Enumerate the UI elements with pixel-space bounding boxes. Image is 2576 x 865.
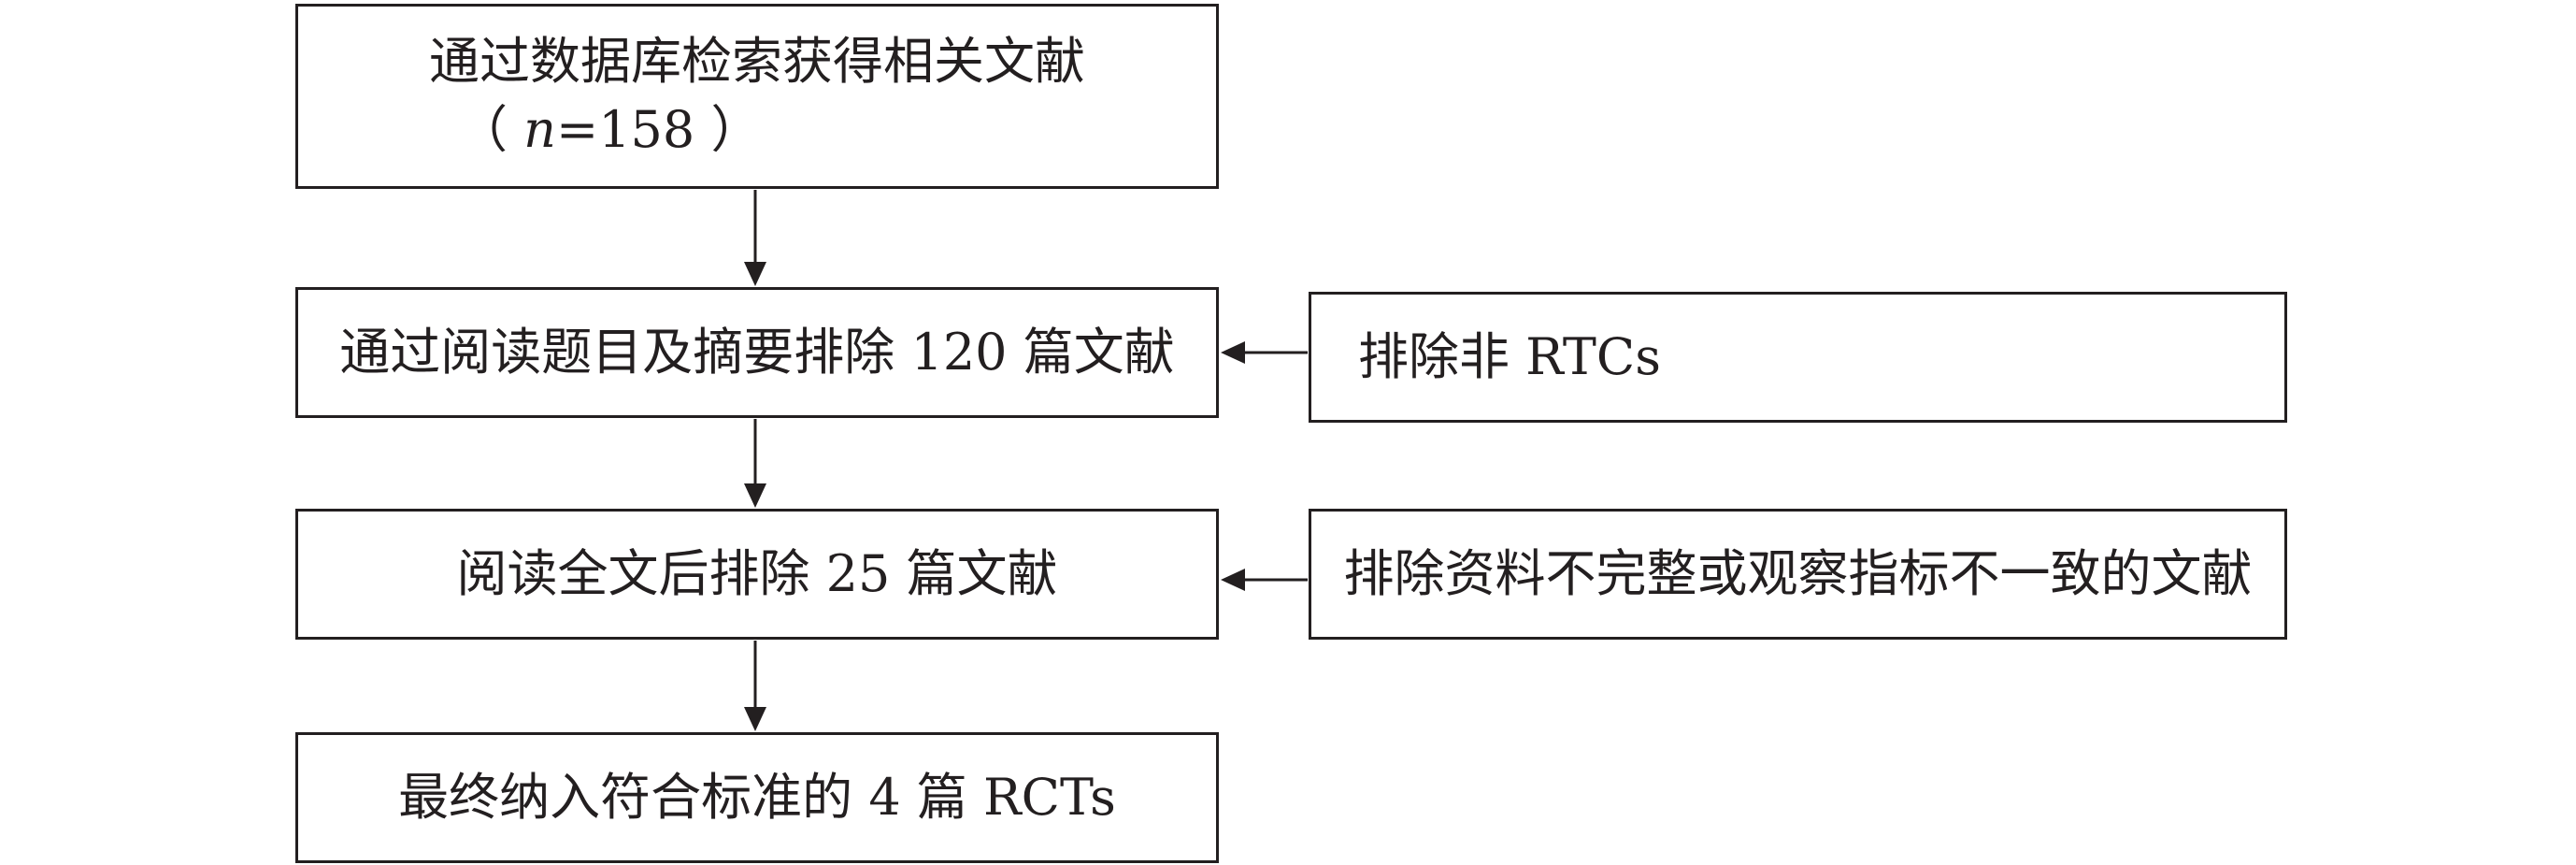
count-value: =158 bbox=[555, 100, 695, 159]
arrowhead-step3-to-step4 bbox=[744, 707, 766, 731]
exclusion-non-rtc-text: 排除非 RTCs bbox=[1358, 326, 1661, 386]
step-retrieved-text: 通过数据库检索获得相关文献 bbox=[429, 32, 1085, 92]
exclusion-incomplete-data-text: 排除资料不完整或观察指标不一致的文献 bbox=[1343, 543, 2253, 603]
arrowhead-exclusion2-to-step3 bbox=[1221, 569, 1245, 591]
exclusion-box-non-rtc: 排除非 RTCs bbox=[1309, 292, 2287, 423]
count-variable: n bbox=[523, 100, 556, 159]
step-full-text-text: 阅读全文后排除 25 篇文献 bbox=[456, 543, 1058, 603]
step-title-abstract-text: 通过阅读题目及摘要排除 120 篇文献 bbox=[339, 322, 1175, 382]
arrowhead-step1-to-step2 bbox=[744, 262, 766, 286]
step-box-retrieved: 通过数据库检索获得相关文献 （ n=158 ） bbox=[295, 4, 1219, 189]
step-box-included: 最终纳入符合标准的 4 篇 RCTs bbox=[295, 732, 1219, 863]
step-box-full-text: 阅读全文后排除 25 篇文献 bbox=[295, 509, 1219, 640]
count-open: （ bbox=[457, 100, 524, 159]
count-close: ） bbox=[694, 100, 762, 159]
exclusion-box-incomplete-data: 排除资料不完整或观察指标不一致的文献 bbox=[1309, 509, 2287, 640]
arrowhead-step2-to-step3 bbox=[744, 483, 766, 508]
arrowhead-exclusion1-to-step2 bbox=[1221, 341, 1245, 364]
step-box-title-abstract: 通过阅读题目及摘要排除 120 篇文献 bbox=[295, 287, 1219, 418]
step-included-text: 最终纳入符合标准的 4 篇 RCTs bbox=[398, 767, 1116, 827]
step-retrieved-count: （ n=158 ） bbox=[429, 96, 761, 165]
